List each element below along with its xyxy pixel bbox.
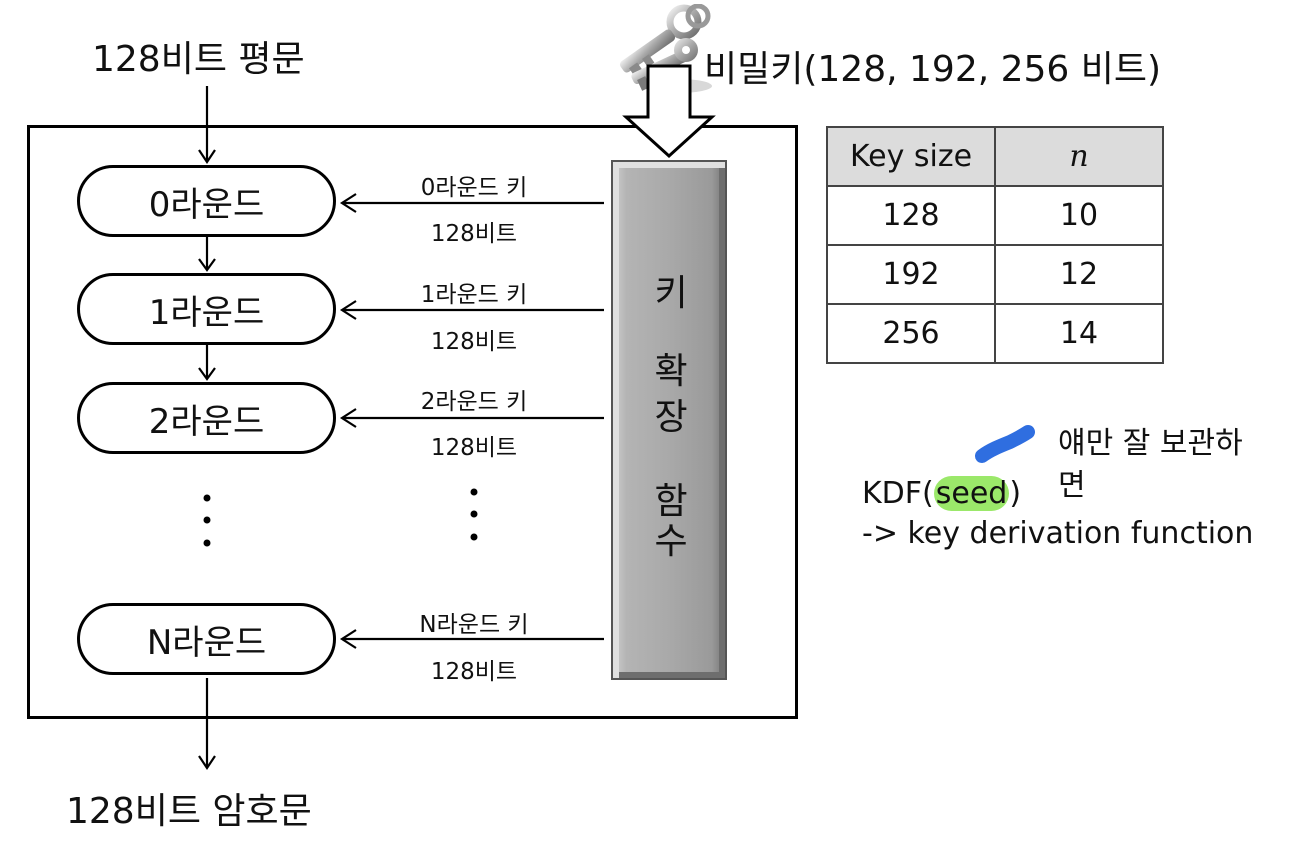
round-2-box: 2라운드 xyxy=(77,382,336,454)
table-header-row: Key size n xyxy=(826,126,1164,187)
key-expansion-char: 확 xyxy=(654,351,688,392)
blue-scribble xyxy=(975,425,1035,463)
round-key-label: 2라운드 키 xyxy=(420,389,528,415)
table-cell: 192 xyxy=(826,244,996,305)
arrowhead xyxy=(198,149,216,164)
round-key-label: 1라운드 키 xyxy=(420,282,528,308)
table-row: 256 14 xyxy=(826,303,1164,364)
round-key-label: N라운드 키 xyxy=(419,612,529,638)
handwritten-note-line1: 얘만 잘 보관하 xyxy=(1058,426,1243,461)
table-header-cell: n xyxy=(994,126,1164,187)
table-cell: 14 xyxy=(994,303,1164,364)
round-key-bits: 128비트 xyxy=(430,329,518,355)
table-cell: 256 xyxy=(826,303,996,364)
ciphertext-label: 128비트 암호문 xyxy=(66,791,312,832)
round-key-bits: 128비트 xyxy=(430,659,518,685)
round-1-box: 1라운드 xyxy=(77,273,336,345)
table-row: 192 12 xyxy=(826,244,1164,305)
kdf-description: -> key derivation function xyxy=(862,516,1254,551)
kdf-suffix: ) xyxy=(1009,476,1022,511)
handwritten-note-line2: 면 xyxy=(1058,468,1086,503)
table-cell: 128 xyxy=(826,185,996,246)
seed-highlight: seed xyxy=(933,476,1010,511)
plaintext-label: 128비트 평문 xyxy=(92,39,305,80)
round-key-bits: 128비트 xyxy=(430,221,518,247)
kdf-prefix: KDF( xyxy=(862,476,934,511)
key-expansion-char: 수 xyxy=(654,521,688,562)
table-row: 128 10 xyxy=(826,185,1164,246)
ellipsis-keys xyxy=(470,488,478,541)
key-expansion-char: 장 xyxy=(654,397,688,438)
table-header-cell: Key size xyxy=(826,126,996,187)
table-cell: 12 xyxy=(994,244,1164,305)
key-expansion-char: 함 xyxy=(654,481,688,522)
key-size-table: Key size n 128 10 192 12 256 14 xyxy=(826,126,1164,364)
keys-icon xyxy=(619,4,712,93)
round-key-bits: 128비트 xyxy=(430,435,518,461)
round-0-box: 0라운드 xyxy=(77,165,336,237)
cipher-frame xyxy=(27,125,798,719)
key-expansion-block: 키 확 장 함 수 xyxy=(611,160,727,680)
ellipsis-rounds xyxy=(203,494,211,547)
round-key-label: 0라운드 키 xyxy=(420,175,528,201)
secret-key-label: 비밀키(128, 192, 256 비트) xyxy=(704,49,1162,90)
table-cell: 10 xyxy=(994,185,1164,246)
key-input-arrow xyxy=(622,64,716,159)
key-expansion-char: 키 xyxy=(654,273,688,314)
kdf-line: KDF(seed) xyxy=(862,476,1021,511)
round-n-box: N라운드 xyxy=(77,603,336,675)
